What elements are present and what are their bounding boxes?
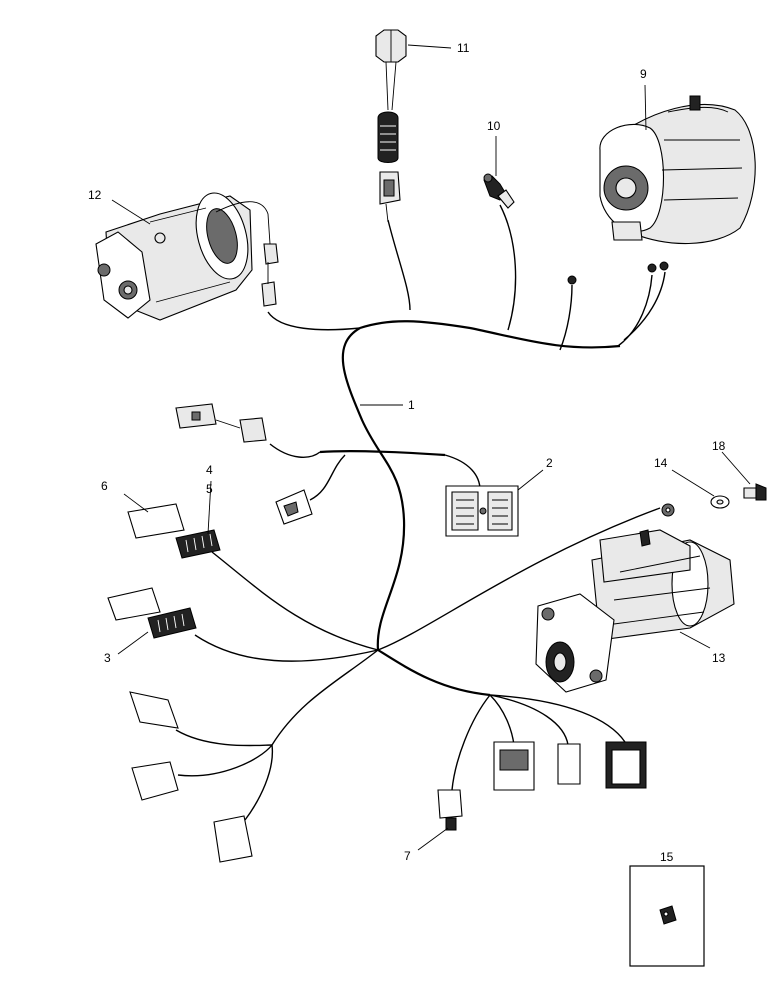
connector-part-3 [147, 607, 197, 639]
callouts: 1 2 3 4 5 6 7 9 10 11 12 13 14 15 18 [88, 41, 726, 864]
starter-motor-part-13 [535, 529, 735, 693]
callout-5: 5 [206, 482, 213, 496]
alternator-part-9 [599, 95, 756, 245]
callout-1: 1 [408, 398, 415, 412]
callout-10: 10 [487, 119, 501, 133]
ring-terminals [567, 261, 669, 285]
callout-12: 12 [88, 188, 102, 202]
pressure-switch-part-11 [375, 29, 407, 223]
compressor-part-12 [95, 192, 279, 321]
switch-part-10 [483, 173, 515, 209]
connector-lower-left [129, 691, 253, 863]
connector-lower-right [493, 741, 647, 791]
callout-6: 6 [101, 479, 108, 493]
connector-pair-upper [175, 403, 267, 443]
callout-4: 4 [206, 463, 213, 477]
callout-7: 7 [404, 849, 411, 863]
sensor-part-7 [437, 789, 463, 831]
callout-14: 14 [654, 456, 668, 470]
washer-part-14 [710, 495, 730, 509]
callout-3: 3 [104, 651, 111, 665]
ecu-connector-part-2 [445, 485, 519, 537]
callout-9: 9 [640, 67, 647, 81]
callout-18: 18 [712, 439, 726, 453]
callout-15: 15 [660, 850, 674, 864]
relay-block-part-6 [107, 503, 185, 621]
callout-2: 2 [546, 456, 553, 470]
connector-part-4-5 [175, 529, 221, 559]
bolt-part-18 [743, 483, 767, 501]
connector-small-block [275, 489, 313, 525]
main-harness [175, 204, 666, 821]
callout-11: 11 [457, 41, 470, 55]
leader-lines [111, 44, 751, 851]
ring-terminal-cable [661, 503, 675, 517]
inset-box-part-15 [629, 865, 705, 967]
callout-13: 13 [712, 651, 726, 665]
